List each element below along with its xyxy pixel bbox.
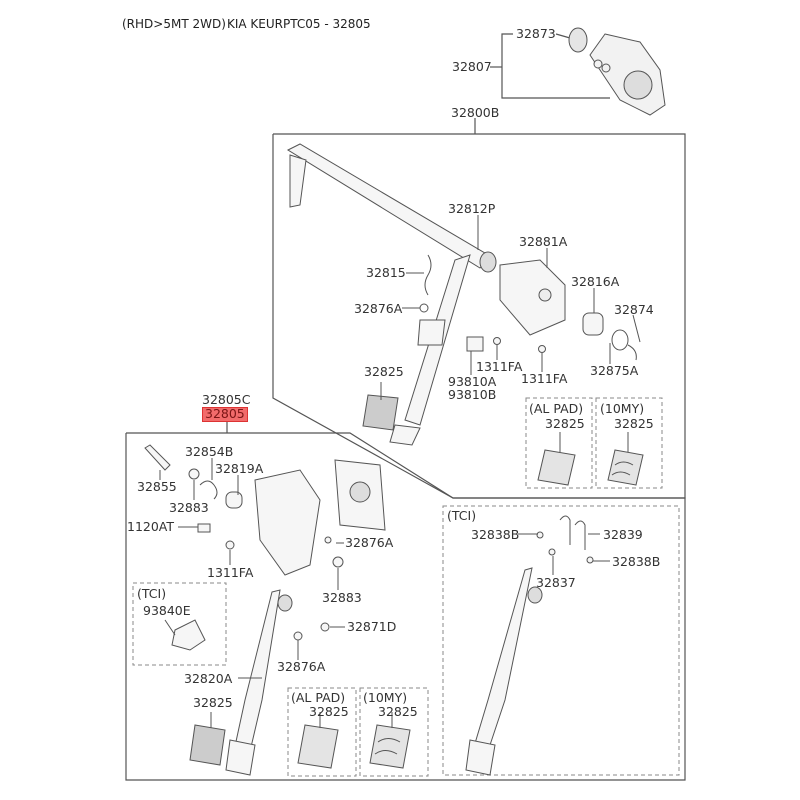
option-title-tci-left: (TCI): [137, 586, 167, 601]
pedal-pad-ribbed-lower: [189, 724, 226, 766]
callout-1120AT[interactable]: 1120AT: [127, 519, 175, 534]
option-box-tci-left: [132, 582, 227, 666]
callout-1311FA-c[interactable]: 1311FA: [207, 565, 254, 580]
option-box-upper-10my: [595, 397, 663, 489]
callout-32876A-upper[interactable]: 32876A: [354, 301, 403, 316]
option-box-lower-10my: [359, 687, 429, 777]
option-part-lower-10my[interactable]: 32825: [378, 704, 418, 719]
callout-1311FA-a[interactable]: 1311FA: [476, 359, 523, 374]
callout-93810B[interactable]: 93810B: [448, 387, 497, 402]
callout-93810A[interactable]: 93810A: [448, 374, 497, 389]
callout-32837[interactable]: 32837: [536, 575, 576, 590]
callout-32876A-mid[interactable]: 32876A: [345, 535, 394, 550]
callout-32873[interactable]: 32873: [516, 26, 556, 41]
callout-32805-highlighted[interactable]: 32805: [202, 407, 248, 422]
callout-32883-b[interactable]: 32883: [322, 590, 362, 605]
callout-32820A[interactable]: 32820A: [184, 671, 233, 686]
callout-32874[interactable]: 32874: [614, 302, 654, 317]
callout-32812P[interactable]: 32812P: [448, 201, 496, 216]
callout-32854B[interactable]: 32854B: [185, 444, 234, 459]
catalog-reference: KIA KEURPTC05 - 32805: [227, 17, 371, 31]
option-title-lower-al-pad: (AL PAD): [291, 690, 346, 705]
callout-32815[interactable]: 32815: [366, 265, 406, 280]
option-box-lower-al-pad: [287, 687, 357, 777]
callout-32871D[interactable]: 32871D: [347, 619, 397, 634]
callout-32855[interactable]: 32855: [137, 479, 177, 494]
callout-32800B[interactable]: 32800B: [451, 105, 500, 120]
option-title-tci-right: (TCI): [447, 508, 477, 523]
option-title-upper-al-pad: (AL PAD): [529, 401, 584, 416]
lower-assembly-frame: [125, 432, 686, 781]
callout-93840E[interactable]: 93840E: [143, 603, 191, 618]
callout-32805C[interactable]: 32805C: [202, 392, 251, 407]
callout-32876A-low[interactable]: 32876A: [277, 659, 326, 674]
option-title-upper-10my: (10MY): [600, 401, 645, 416]
callout-32875A[interactable]: 32875A: [590, 363, 639, 378]
option-box-upper-al-pad: [525, 397, 593, 489]
option-box-tci-right: [442, 505, 680, 776]
callout-32839[interactable]: 32839: [603, 527, 643, 542]
callout-32838B-a[interactable]: 32838B: [471, 527, 520, 542]
variant-label: (RHD>5MT 2WD): [122, 17, 226, 31]
upper-pedal-drawing: [286, 143, 637, 446]
callout-32825-lower[interactable]: 32825: [193, 695, 233, 710]
option-title-lower-10my: (10MY): [363, 690, 408, 705]
option-part-upper-10my[interactable]: 32825: [614, 416, 654, 431]
callout-32807[interactable]: 32807: [452, 59, 492, 74]
callout-32819A[interactable]: 32819A: [215, 461, 264, 476]
option-part-lower-al-pad[interactable]: 32825: [309, 704, 349, 719]
callout-32883-a[interactable]: 32883: [169, 500, 209, 515]
pedal-pad-ribbed: [362, 394, 399, 431]
callout-32816A[interactable]: 32816A: [571, 274, 620, 289]
callout-32825-upper[interactable]: 32825: [364, 364, 404, 379]
callout-1311FA-b[interactable]: 1311FA: [521, 371, 568, 386]
lower-pedal-drawing: [144, 444, 594, 776]
pedal-cover-drawing: [568, 27, 666, 116]
option-part-upper-al-pad[interactable]: 32825: [545, 416, 585, 431]
callout-32881A[interactable]: 32881A: [519, 234, 568, 249]
callout-32838B-b[interactable]: 32838B: [612, 554, 661, 569]
